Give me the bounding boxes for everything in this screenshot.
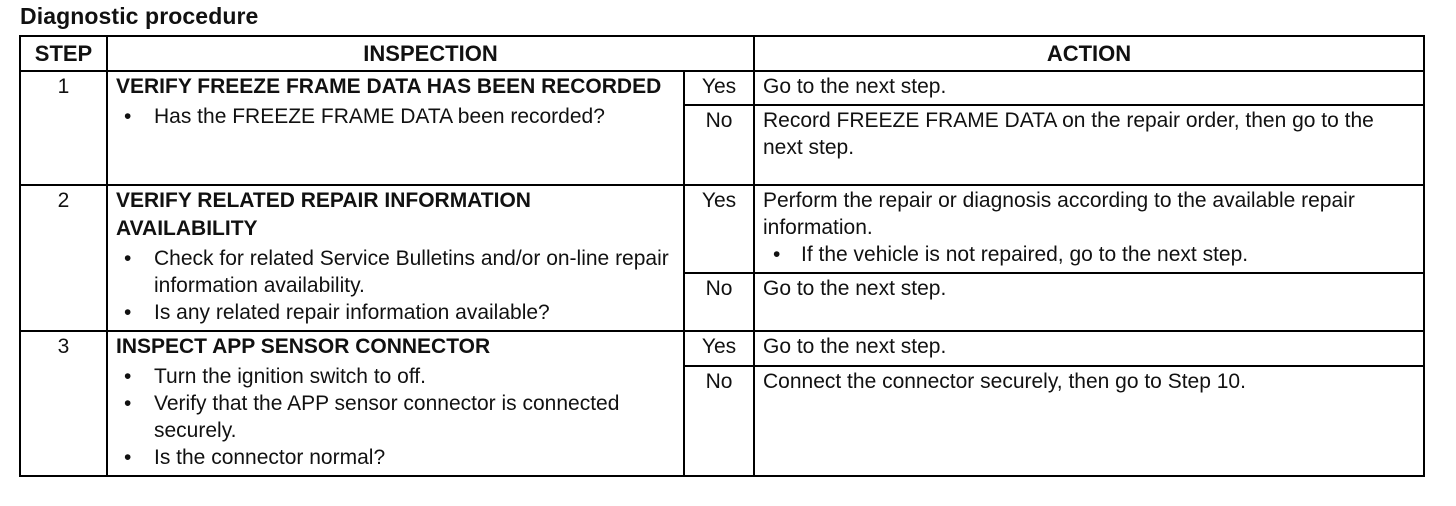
inspection-title: INSPECT APP SENSOR CONNECTOR (116, 335, 491, 358)
inspection-cell: VERIFY FREEZE FRAME DATA HAS BEEN RECORD… (106, 70, 685, 186)
column-header-inspection: INSPECTION (106, 35, 755, 72)
bullet-item: Check for related Service Bulletins and/… (116, 245, 675, 299)
table-row: 3 INSPECT APP SENSOR CONNECTOR Turn the … (19, 330, 1425, 477)
action-no: Go to the next step. (753, 271, 1425, 333)
table-row: No Record FREEZE FRAME DATA on the repai… (20, 104, 1425, 186)
table-row: No Go to the next step. (20, 271, 1425, 333)
inspection-bullets: Has the FREEZE FRAME DATA been recorded? (116, 103, 675, 130)
inspection-cell: VERIFY RELATED REPAIR INFORMATION AVAILA… (106, 184, 685, 332)
bullet-item: Turn the ignition switch to off. (116, 363, 675, 390)
table-row: 2 VERIFY RELATED REPAIR INFORMATION AVAI… (19, 184, 1425, 332)
column-header-action: ACTION (753, 35, 1425, 72)
bullet-item: Is the connector normal? (116, 444, 675, 471)
action-yes: Go to the next step. (753, 70, 1425, 106)
answer-yes: Yes (683, 330, 755, 367)
diagnostic-table: STEP INSPECTION ACTION 1 VERIFY FREEZE F… (19, 35, 1425, 478)
action-yes: Go to the next step. (753, 330, 1425, 367)
answer-no: No (683, 104, 755, 186)
table-row: 1 VERIFY FREEZE FRAME DATA HAS BEEN RECO… (19, 70, 1425, 186)
inspection-title: VERIFY RELATED REPAIR INFORMATION AVAILA… (116, 189, 531, 240)
bullet-item: Verify that the APP sensor connector is … (116, 390, 675, 444)
page-title: Diagnostic procedure (20, 3, 259, 29)
table-row: No Connect the connector securely, then … (20, 364, 1425, 478)
action-no: Record FREEZE FRAME DATA on the repair o… (753, 104, 1425, 186)
step-number: 2 (19, 184, 108, 332)
bullet-item: Has the FREEZE FRAME DATA been recorded? (116, 103, 675, 130)
step-number: 1 (19, 70, 108, 186)
answer-no: No (683, 364, 755, 478)
action-sub-bullet: If the vehicle is not repaired, go to th… (763, 241, 1415, 268)
answer-no: No (683, 271, 755, 333)
inspection-cell: INSPECT APP SENSOR CONNECTOR Turn the ig… (106, 330, 685, 477)
inspection-bullets: Check for related Service Bulletins and/… (116, 245, 675, 326)
table-header-row: STEP INSPECTION ACTION (19, 35, 1425, 72)
inspection-bullets: Turn the ignition switch to off. Verify … (116, 363, 675, 471)
column-header-step: STEP (19, 35, 108, 72)
bullet-item: Is any related repair information availa… (116, 299, 675, 326)
inspection-title: VERIFY FREEZE FRAME DATA HAS BEEN RECORD… (116, 75, 662, 98)
answer-yes: Yes (683, 184, 755, 274)
step-number: 3 (19, 330, 108, 477)
action-yes: Perform the repair or diagnosis accordin… (763, 189, 1355, 239)
answer-yes: Yes (683, 70, 755, 106)
action-no: Connect the connector securely, then go … (753, 364, 1425, 478)
action-yes-cell: Perform the repair or diagnosis accordin… (753, 184, 1425, 274)
